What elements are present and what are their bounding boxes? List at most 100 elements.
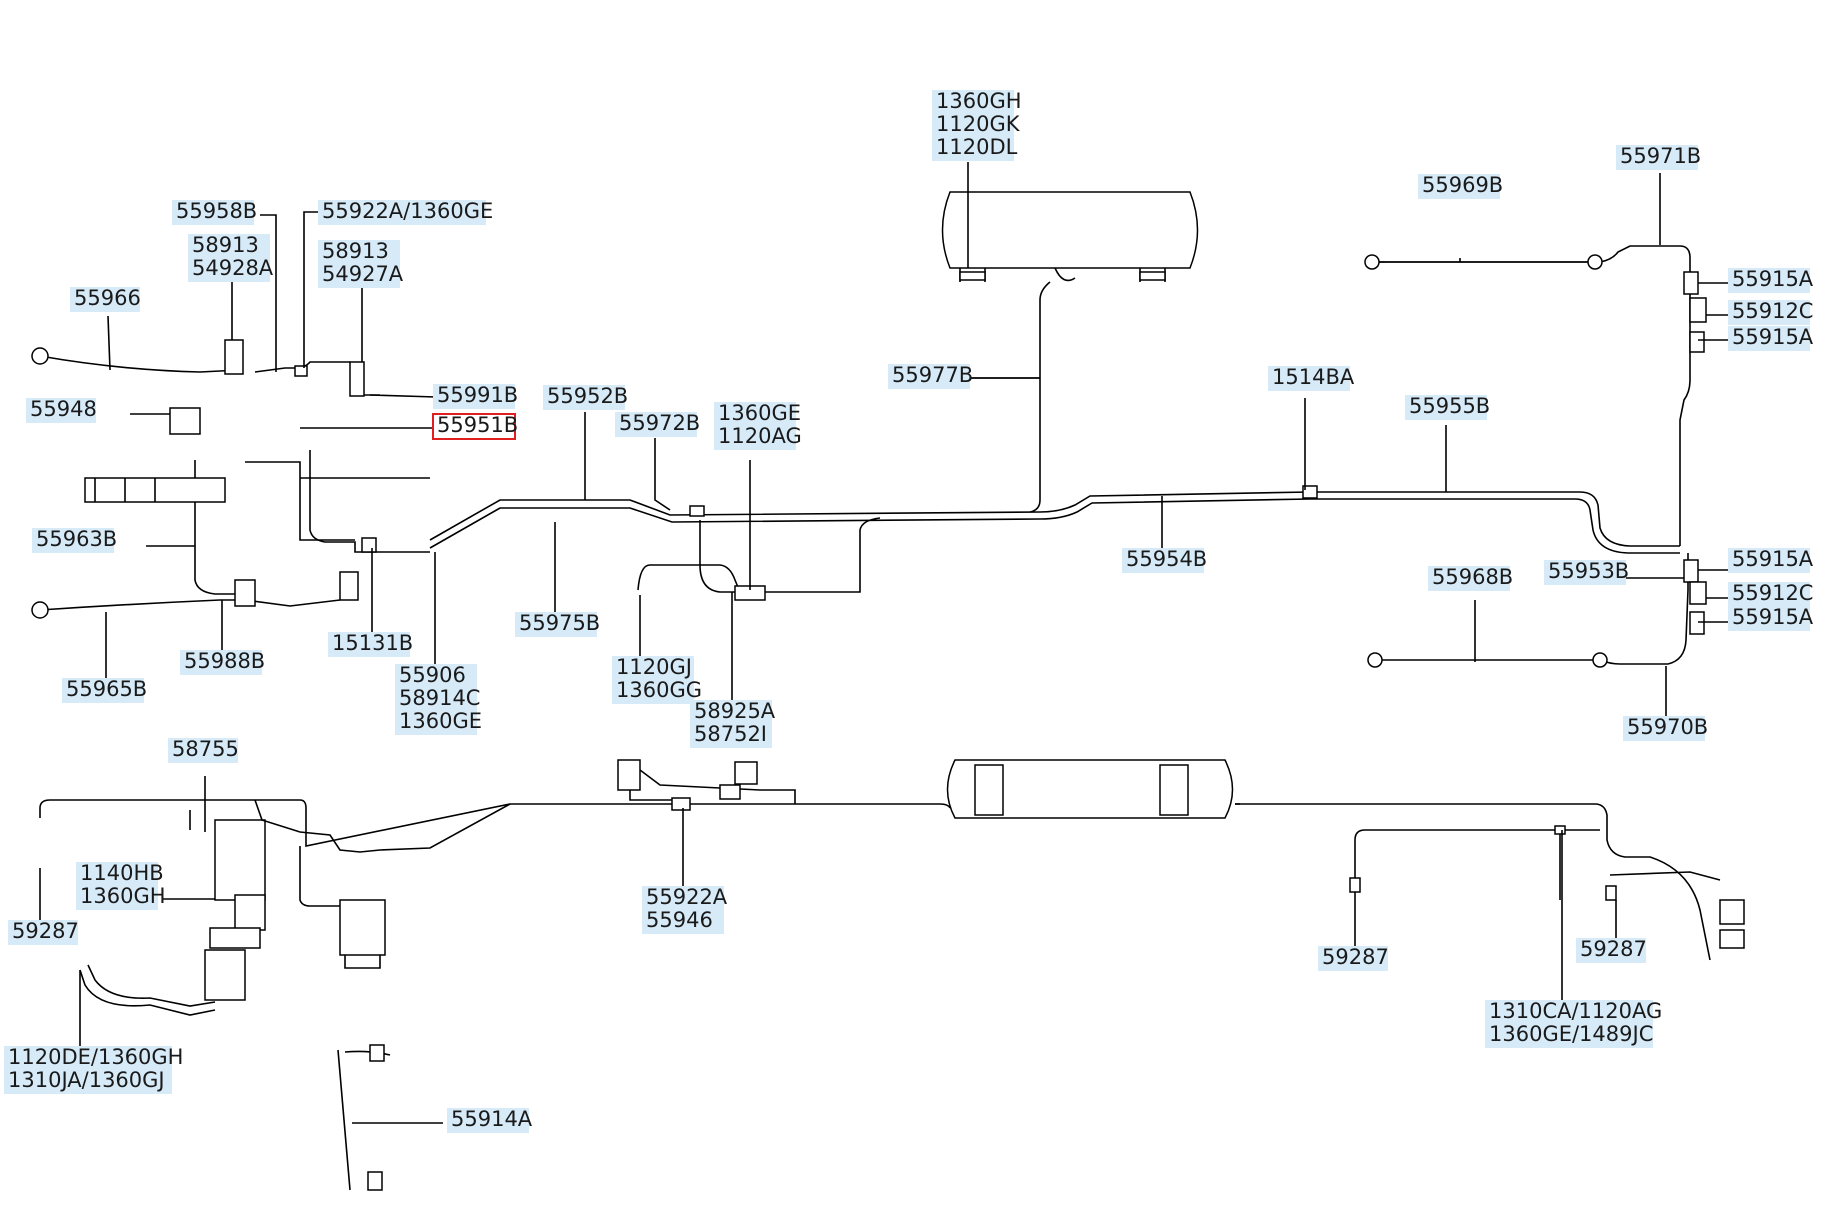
callout-box [1405, 395, 1487, 420]
callout-box [612, 656, 694, 704]
part-number-text: 1360GG [616, 678, 702, 702]
callout-box [180, 650, 262, 675]
part-callout-label: 55914A [447, 1107, 533, 1133]
air-tank-top [941, 191, 1199, 282]
part-number-text: 1360GE/1489JC [1489, 1022, 1653, 1046]
callout-box [1623, 716, 1705, 741]
part-number-text: 55946 [646, 908, 713, 932]
part-callout-label: 55952B [543, 384, 628, 410]
part-number-text: 55988B [184, 649, 265, 673]
callout-box [1485, 1000, 1653, 1048]
part-callout-label: 55968B [1428, 565, 1513, 591]
part-number-text: 58913 [192, 233, 259, 257]
callout-box [1728, 300, 1810, 325]
part-callout-label: 55915A [1728, 267, 1814, 293]
part-number-text: 1120AG [718, 424, 802, 448]
part-number-text: 55922A [646, 885, 728, 909]
part-callout-label: 15131B [328, 631, 413, 657]
part-number-text: 55965B [66, 677, 147, 701]
callout-box [543, 385, 625, 410]
callout-box [1728, 326, 1810, 351]
part-callout-label: 55912C [1728, 581, 1813, 607]
callout-box [447, 1108, 529, 1133]
part-callout-label: 59287 [1576, 937, 1647, 963]
part-callout-label: 55972B [615, 411, 700, 437]
part-callout-label: 55970B [1623, 715, 1708, 741]
part-callout-label: 55965B [62, 677, 147, 703]
callout-box [76, 862, 158, 910]
highlighted-callout-box [432, 413, 516, 440]
part-number-text: 55915A [1732, 605, 1814, 629]
part-number-text: 59287 [1580, 937, 1647, 961]
part-callout-label: 55951B [432, 413, 518, 440]
callout-box [318, 240, 400, 288]
part-number-text: 1120GJ [616, 655, 692, 679]
callout-box [62, 678, 144, 703]
part-callout-label: 55954B [1122, 547, 1207, 573]
part-number-text: 54928A [192, 256, 274, 280]
part-number-text: 58913 [322, 239, 389, 263]
callout-box [32, 528, 114, 553]
part-number-text: 1360GH [80, 884, 166, 908]
callout-box [70, 287, 140, 312]
part-number-text: 54927A [322, 262, 404, 286]
part-number-text: 58755 [172, 737, 239, 761]
callout-box [690, 700, 772, 748]
callout-box [433, 384, 515, 409]
part-number-text: 55914A [451, 1107, 533, 1131]
part-callout-label: 59287 [8, 919, 79, 945]
part-callout-label: 55912C [1728, 299, 1813, 325]
leader-lines [39, 173, 1728, 1124]
callout-box [1318, 946, 1388, 971]
part-callout-label: 55915A [1728, 547, 1814, 573]
callout-box [888, 364, 970, 389]
callout-box [1728, 582, 1810, 607]
callout-box [188, 234, 270, 282]
callout-box [1268, 366, 1350, 391]
part-callout-label: 55977B [888, 363, 973, 389]
part-number-text: 58914C [399, 686, 480, 710]
part-number-text: 1120GK [936, 112, 1021, 136]
part-number-text: 55922A/1360GE [322, 199, 493, 223]
air-tank-bottom [946, 759, 1234, 819]
callout-box [168, 738, 238, 763]
part-number-text: 1120DE/1360GH [8, 1045, 183, 1069]
callout-box [1544, 560, 1626, 585]
part-number-text: 1360GE [399, 709, 482, 733]
part-number-text: 55915A [1732, 325, 1814, 349]
part-number-text: 1120DL [936, 135, 1018, 159]
part-number-text: 55977B [892, 363, 973, 387]
part-number-text: 55971B [1620, 144, 1701, 168]
callout-box [932, 90, 1014, 161]
part-number-text: 55969B [1422, 173, 1503, 197]
part-callout-label: 55922A/1360GE [318, 199, 493, 225]
part-callout-label: 55971B [1616, 144, 1701, 170]
part-number-text: 55972B [619, 411, 700, 435]
callout-box [395, 664, 477, 735]
callout-box [714, 402, 796, 450]
part-callout-label: 58755 [168, 737, 239, 763]
callout-box [642, 886, 724, 934]
callout-box [172, 200, 254, 225]
callout-box [8, 920, 78, 945]
part-callout-label: 55966 [70, 286, 141, 312]
part-number-text: 1360GH [936, 89, 1022, 113]
part-callout-label: 55969B [1418, 173, 1503, 199]
part-number-text: 55915A [1732, 267, 1814, 291]
part-callout-label: 55955B [1405, 394, 1490, 420]
callout-box [1728, 548, 1810, 573]
callout-box [1616, 145, 1698, 170]
part-number-text: 55951B [437, 413, 518, 437]
part-number-text: 55968B [1432, 565, 1513, 589]
part-number-text: 58925A [694, 699, 776, 723]
part-number-text: 55954B [1126, 547, 1207, 571]
callout-box [1428, 566, 1510, 591]
